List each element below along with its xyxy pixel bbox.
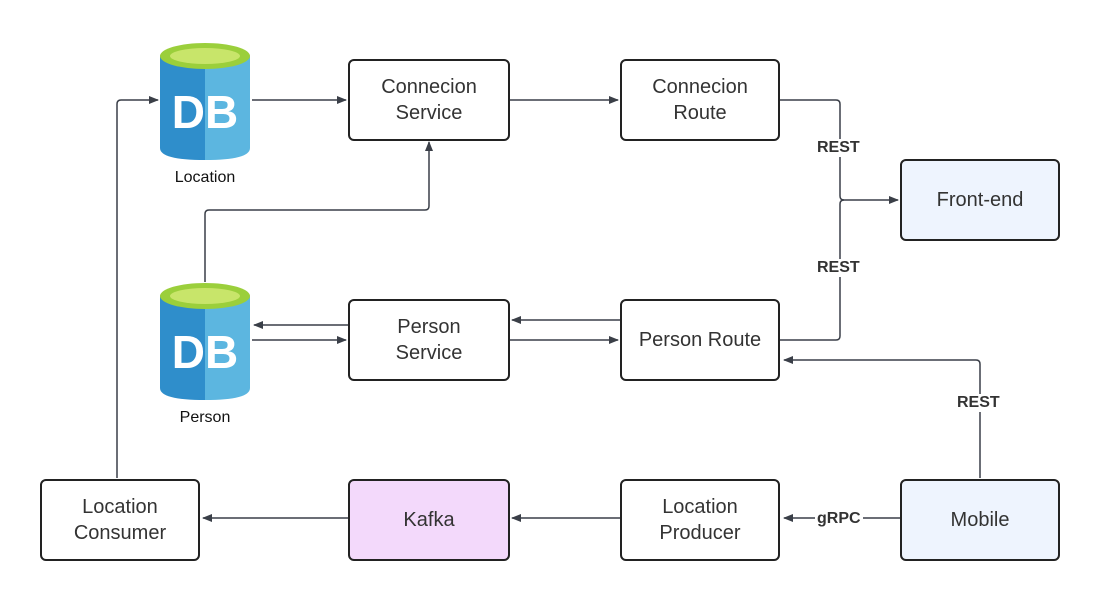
mobile-node[interactable]: Mobile (900, 479, 1060, 561)
rest-label-person: REST (815, 259, 862, 277)
person-db-cylinder: DB (160, 283, 250, 400)
person-service-node[interactable]: Person Service (348, 299, 510, 381)
location-db-body-left (160, 56, 205, 160)
person-route-node[interactable]: Person Route (620, 299, 780, 381)
person-db-top-inner (170, 288, 240, 304)
location-db-cylinder: DB (160, 43, 250, 160)
location-db-label: Location (174, 169, 236, 186)
rest-label-connecion: REST (815, 139, 862, 157)
grpc-label-mobile: gRPC (815, 510, 863, 528)
location-db-top-inner (170, 48, 240, 64)
kafka-node[interactable]: Kafka (348, 479, 510, 561)
person-db-body-left (160, 296, 205, 400)
location-consumer-node[interactable]: Location Consumer (40, 479, 200, 561)
location-producer-node[interactable]: Location Producer (620, 479, 780, 561)
person-db-body-right (205, 296, 250, 400)
connecion-service-node[interactable]: Connecion Service (348, 59, 510, 141)
location-db-icon-text: DB (172, 86, 238, 138)
rest-label-mobile: REST (955, 394, 1002, 412)
edge-mobile-to-person-route (783, 356, 981, 478)
person-db-label: Person (179, 409, 231, 426)
front-end-node[interactable]: Front-end (900, 159, 1060, 241)
connecion-route-node[interactable]: Connecion Route (620, 59, 780, 141)
edge-person-db-to-connecion-service (204, 141, 433, 282)
person-db-icon-text: DB (172, 326, 238, 378)
location-db-body-right (205, 56, 250, 160)
edge-person-route-to-front-end (780, 199, 845, 341)
edge-location-consumer-to-location-db (116, 96, 159, 478)
